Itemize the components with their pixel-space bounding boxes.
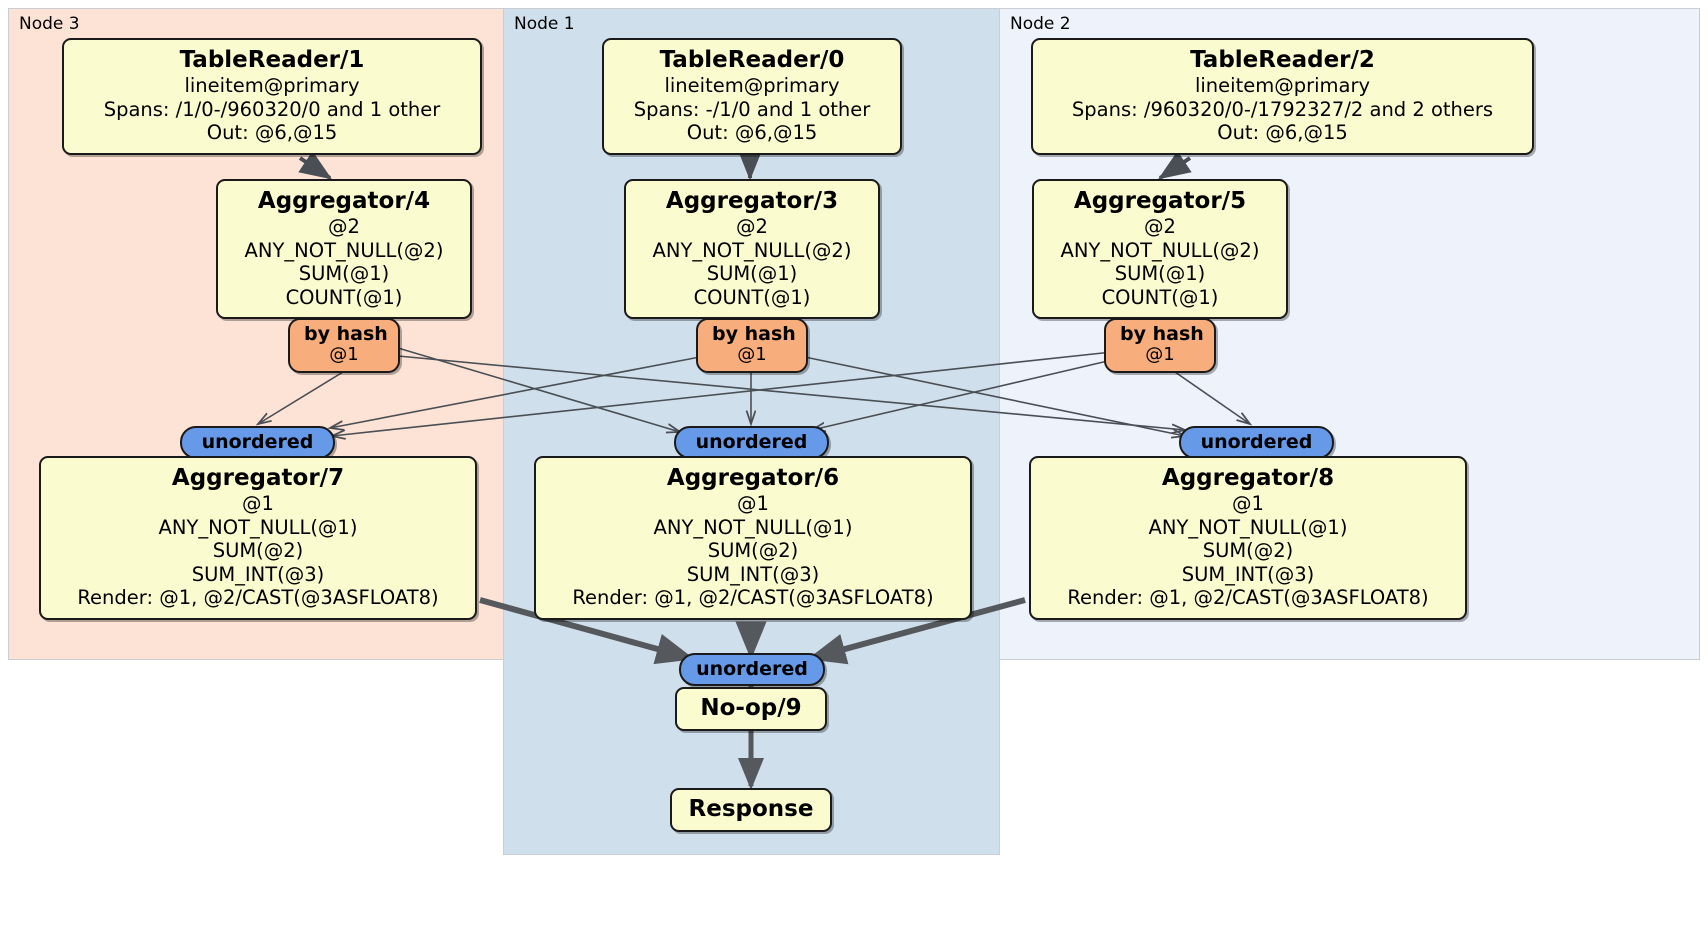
node-no-op-9[interactable]: No-op/9: [675, 687, 827, 732]
router-column: @1: [737, 344, 767, 366]
node-detail-line: Out: @6,@15: [206, 121, 338, 145]
node-render-line: Render: @1, @2/CAST(@3ASFLOAT8): [1067, 586, 1429, 610]
collector-label: unordered: [696, 658, 808, 680]
node-detail-line: lineitem@primary: [184, 74, 360, 98]
node-title: TableReader/1: [179, 47, 365, 73]
node-aggregator-5[interactable]: Aggregator/5 @2 ANY_NOT_NULL(@2) SUM(@1)…: [1032, 179, 1288, 320]
node-title: Response: [688, 796, 814, 822]
node-title: Aggregator/8: [1161, 465, 1335, 491]
node-detail-line: Spans: -/1/0 and 1 other: [633, 97, 871, 121]
node-detail-line: Spans: /960320/0-/1792327/2 and 2 others: [1071, 97, 1494, 121]
collector-unordered-mid[interactable]: unordered: [674, 426, 829, 460]
node-aggregator-7[interactable]: Aggregator/7 @1 ANY_NOT_NULL(@1) SUM(@2)…: [39, 456, 477, 621]
router-label: by hash: [1120, 323, 1204, 345]
node-title: Aggregator/5: [1073, 188, 1247, 214]
collector-unordered-final[interactable]: unordered: [679, 653, 825, 687]
node-detail-line: ANY_NOT_NULL(@1): [1148, 515, 1348, 539]
router-column: @1: [329, 344, 359, 366]
node-detail-line: Out: @6,@15: [686, 121, 818, 145]
node-detail-line: COUNT(@1): [285, 285, 403, 309]
node-aggregator-8[interactable]: Aggregator/8 @1 ANY_NOT_NULL(@1) SUM(@2)…: [1029, 456, 1467, 621]
node-detail-line: SUM(@1): [1114, 262, 1206, 286]
node-detail-line: @1: [737, 492, 769, 516]
node-table-reader-1[interactable]: TableReader/1 lineitem@primary Spans: /1…: [62, 38, 482, 155]
node-detail-line: ANY_NOT_NULL(@2): [652, 238, 852, 262]
node-title: Aggregator/7: [171, 465, 345, 491]
node-detail-line: ANY_NOT_NULL(@2): [1060, 238, 1260, 262]
node-detail-line: Spans: /1/0-/960320/0 and 1 other: [103, 97, 441, 121]
node-detail-line: lineitem@primary: [664, 74, 840, 98]
cluster-label-node-1: Node 1: [514, 14, 575, 34]
node-title: Aggregator/3: [665, 188, 839, 214]
router-column: @1: [1145, 344, 1175, 366]
router-label: by hash: [712, 323, 796, 345]
node-detail-line: Out: @6,@15: [1217, 121, 1348, 145]
router-by-hash-left[interactable]: by hash @1: [288, 318, 400, 373]
node-detail-line: SUM_INT(@3): [191, 562, 325, 586]
node-detail-line: SUM(@1): [298, 262, 390, 286]
collector-label: unordered: [201, 431, 314, 453]
node-detail-line: ANY_NOT_NULL(@2): [244, 238, 444, 262]
collector-label: unordered: [695, 431, 808, 453]
node-detail-line: SUM(@2): [1202, 539, 1294, 563]
collector-unordered-left[interactable]: unordered: [180, 426, 335, 460]
node-title: TableReader/2: [1190, 47, 1375, 73]
node-detail-line: COUNT(@1): [1101, 285, 1219, 309]
node-detail-line: @2: [328, 215, 360, 239]
node-detail-line: SUM_INT(@3): [686, 562, 820, 586]
node-detail-line: SUM(@2): [707, 539, 799, 563]
cluster-label-node-3: Node 3: [19, 14, 80, 34]
router-by-hash-mid[interactable]: by hash @1: [696, 318, 808, 373]
node-detail-line: SUM(@1): [706, 262, 798, 286]
node-aggregator-6[interactable]: Aggregator/6 @1 ANY_NOT_NULL(@1) SUM(@2)…: [534, 456, 972, 621]
cluster-label-node-2: Node 2: [1010, 14, 1071, 34]
node-title: Aggregator/6: [666, 465, 840, 491]
node-detail-line: lineitem@primary: [1194, 74, 1371, 98]
node-table-reader-0[interactable]: TableReader/0 lineitem@primary Spans: -/…: [602, 38, 902, 155]
node-detail-line: SUM_INT(@3): [1181, 562, 1315, 586]
node-detail-line: COUNT(@1): [693, 285, 811, 309]
node-title: No-op/9: [700, 695, 802, 721]
node-detail-line: @2: [736, 215, 768, 239]
router-label: by hash: [304, 323, 388, 345]
node-table-reader-2[interactable]: TableReader/2 lineitem@primary Spans: /9…: [1031, 38, 1534, 155]
node-render-line: Render: @1, @2/CAST(@3ASFLOAT8): [572, 586, 934, 610]
node-title: TableReader/0: [659, 47, 845, 73]
node-detail-line: @1: [1232, 492, 1264, 516]
node-detail-line: @2: [1144, 215, 1176, 239]
node-detail-line: @1: [242, 492, 274, 516]
node-aggregator-4[interactable]: Aggregator/4 @2 ANY_NOT_NULL(@2) SUM(@1)…: [216, 179, 472, 320]
node-detail-line: ANY_NOT_NULL(@1): [653, 515, 853, 539]
node-render-line: Render: @1, @2/CAST(@3ASFLOAT8): [77, 586, 439, 610]
collector-label: unordered: [1200, 431, 1313, 453]
node-detail-line: ANY_NOT_NULL(@1): [158, 515, 358, 539]
router-by-hash-right[interactable]: by hash @1: [1104, 318, 1216, 373]
node-aggregator-3[interactable]: Aggregator/3 @2 ANY_NOT_NULL(@2) SUM(@1)…: [624, 179, 880, 320]
node-title: Aggregator/4: [257, 188, 431, 214]
node-detail-line: SUM(@2): [212, 539, 304, 563]
node-response[interactable]: Response: [670, 788, 832, 833]
collector-unordered-right[interactable]: unordered: [1179, 426, 1334, 460]
